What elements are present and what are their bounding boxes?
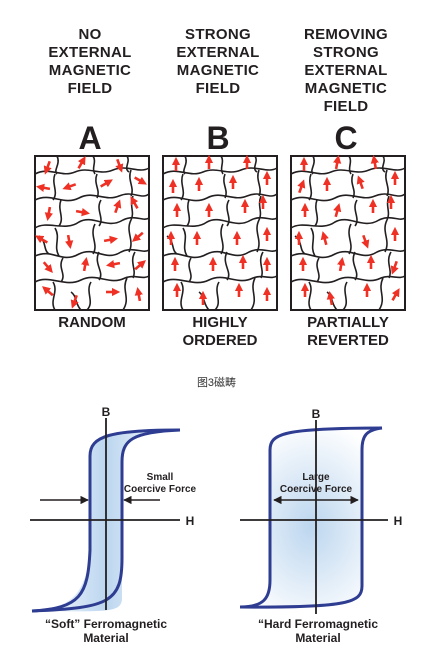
domain-arrow	[297, 179, 306, 194]
domain-arrow	[81, 256, 90, 272]
soft-title-line2: Material	[83, 631, 128, 645]
domain-arrows-random	[35, 156, 147, 309]
domain-arrow	[134, 286, 143, 302]
hard-loop	[239, 420, 388, 614]
caption-c: REMOVING STRONG EXTERNAL MAGNETIC FIELD	[303, 26, 389, 115]
letter-c: C	[334, 120, 358, 156]
domain-arrow	[77, 156, 86, 169]
letter-a: A	[78, 120, 102, 156]
domain-arrow	[333, 154, 342, 170]
hard-h-label: H	[394, 514, 403, 528]
domain-arrow	[361, 234, 370, 249]
domain-arrow	[320, 231, 329, 246]
domain-arrow	[65, 234, 74, 250]
domain-arrow	[370, 154, 379, 170]
domain-arrow	[134, 176, 147, 185]
hysteresis-loops: B H Small Coercive Force “Soft” Ferromag…	[30, 405, 403, 645]
domain-panels	[34, 154, 406, 311]
domain-arrow	[75, 208, 91, 217]
domain-arrow	[390, 260, 399, 275]
domain-arrow	[70, 294, 79, 309]
domain-arrow	[130, 196, 139, 209]
domain-arrow	[113, 199, 122, 214]
domain-arrow	[131, 231, 144, 242]
soft-note-line2: Coercive Force	[124, 484, 197, 495]
domain-arrows-ordered	[166, 154, 272, 305]
hard-note-line2: Coercive Force	[280, 484, 353, 495]
caption-a: NO EXTERNAL MAGNETIC FIELD	[48, 26, 132, 97]
soft-h-label: H	[186, 514, 195, 528]
caption-b: STRONG EXTERNAL MAGNETIC FIELD	[176, 26, 260, 97]
domain-arrow	[35, 235, 48, 244]
label-partially-reverted: PARTIALLY REVERTED	[307, 314, 389, 349]
domain-arrow	[100, 179, 113, 188]
hard-note-line1: Large	[302, 472, 330, 483]
soft-b-label: B	[102, 405, 111, 419]
figure-caption: 图3磁畴	[196, 377, 237, 389]
domain-arrow	[326, 290, 335, 306]
domain-arrow	[356, 175, 365, 190]
domain-arrow	[43, 160, 52, 175]
soft-title-line1: “Soft” Ferromagnetic	[45, 617, 167, 631]
domain-arrow	[115, 158, 124, 173]
domain-arrow	[62, 182, 77, 191]
domain-arrow	[44, 206, 53, 222]
label-highly-ordered: HIGHLY ORDERED	[182, 314, 258, 349]
soft-note-line1: Small	[147, 472, 174, 483]
letter-b: B	[206, 120, 230, 156]
hard-title-line1: “Hard Ferromagnetic	[258, 617, 378, 631]
hard-title-line2: Material	[295, 631, 340, 645]
domain-arrow	[105, 260, 121, 269]
domain-arrow	[35, 183, 51, 192]
domain-arrow	[42, 261, 53, 274]
soft-loop	[30, 418, 181, 613]
domain-arrow	[333, 203, 342, 218]
domain-arrow	[41, 286, 54, 297]
domain-arrow	[391, 288, 400, 301]
domain-arrows-partial	[294, 154, 400, 306]
domain-arrow	[337, 256, 346, 272]
domain-arrow	[103, 235, 119, 244]
hard-b-label: B	[312, 407, 321, 421]
domain-arrow	[134, 260, 147, 271]
label-random: RANDOM	[58, 314, 126, 331]
